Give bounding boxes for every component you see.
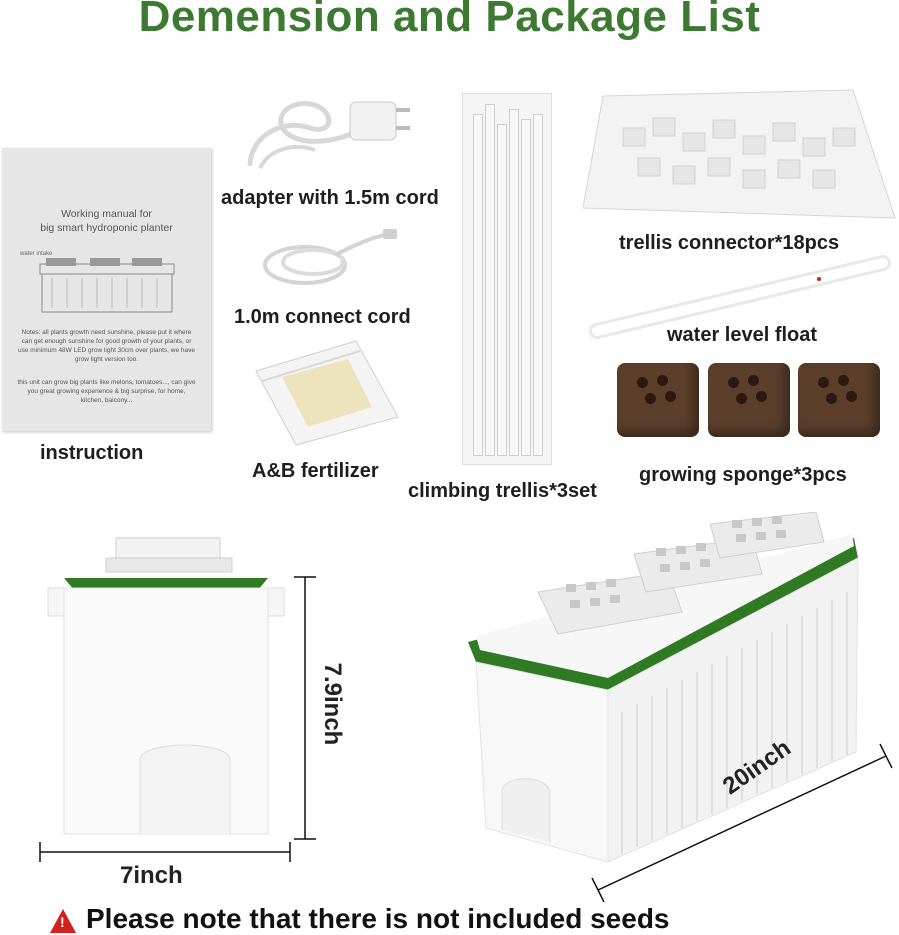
trellis-label: climbing trellis*3set — [408, 480, 597, 502]
length-dimension-line — [591, 743, 893, 902]
manual-heading-line1: Working manual for — [61, 208, 152, 220]
trellis-rod — [521, 119, 531, 456]
manual-heading-line2: big smart hydroponic planter — [40, 222, 173, 234]
fertilizer-image — [255, 340, 399, 446]
height-dimension-label: 7.9inch — [319, 662, 346, 746]
width-dimension-label: 7inch — [120, 862, 183, 889]
growing-sponge-image — [617, 363, 699, 437]
instruction-manual-image: Working manual for big smart hydroponic … — [2, 148, 211, 431]
trellis-rod — [485, 104, 495, 456]
growing-sponge-image — [798, 363, 880, 437]
connect-cord-label: 1.0m connect cord — [234, 306, 411, 328]
manual-planter-diagram — [39, 258, 175, 313]
planter-front-view-image — [47, 537, 285, 835]
warning-text: Please note that there is not included s… — [86, 903, 670, 934]
adapter-image — [247, 101, 410, 170]
growing-sponge-image — [708, 363, 790, 437]
connect-cord-image — [263, 229, 397, 285]
manual-diagram-label: water intake — [20, 251, 53, 257]
water-level-float-image — [589, 255, 891, 339]
trellis-rod — [473, 114, 483, 456]
page-title: Demension and Package List — [138, 0, 761, 41]
sponge-label: growing sponge*3pcs — [639, 464, 847, 486]
connector-label: trellis connector*18pcs — [619, 232, 840, 254]
connector-bag-image — [583, 89, 896, 219]
height-dimension-line — [294, 576, 316, 840]
trellis-rod — [497, 124, 507, 456]
width-dimension-line — [39, 842, 291, 862]
float-label: water level float — [667, 324, 818, 346]
warning-icon: ! — [50, 908, 76, 933]
planter-angled-view-image — [468, 512, 859, 863]
manual-notes2: this unit can grow big plants like melon… — [17, 379, 196, 404]
seeds-warning: ! Please note that there is not included … — [50, 903, 670, 935]
fertilizer-label: A&B fertilizer — [252, 460, 379, 482]
trellis-rod — [509, 109, 519, 456]
manual-notes: Notes: all plants growth need sunshine, … — [17, 329, 196, 363]
trellis-rod — [533, 114, 543, 456]
adapter-label: adapter with 1.5m cord — [221, 187, 439, 209]
instruction-label: instruction — [40, 442, 144, 464]
trellis-bag-image — [462, 93, 552, 465]
